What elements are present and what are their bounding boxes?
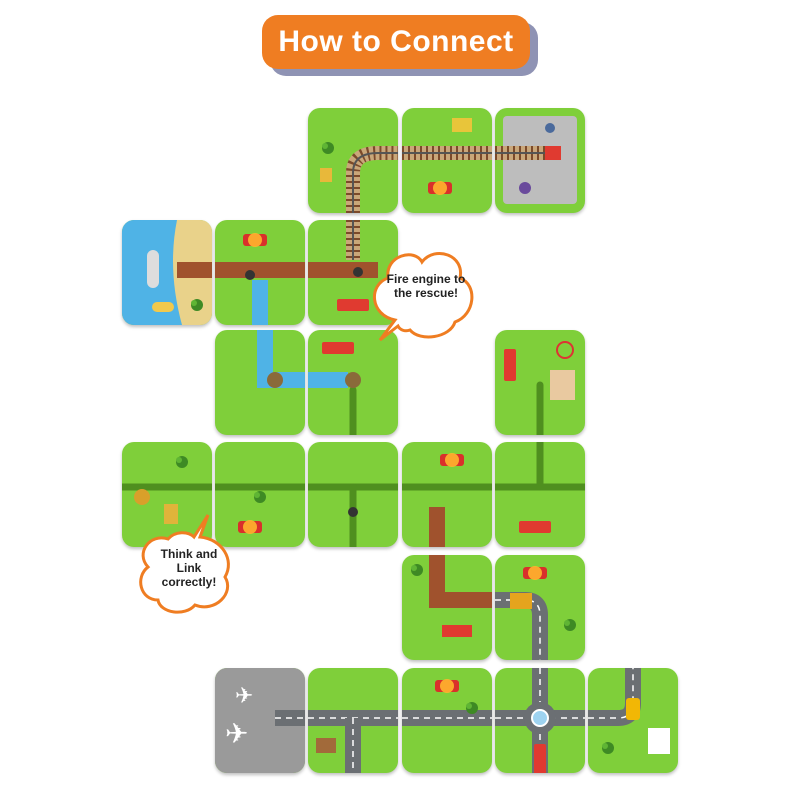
bush-icon-hl xyxy=(322,143,328,149)
tile-r6c6[interactable] xyxy=(495,668,585,773)
callout-cloud-shape xyxy=(372,251,474,342)
taxi-icon xyxy=(626,698,640,720)
bush-icon-hl xyxy=(176,457,182,463)
tile-r1c6-art xyxy=(495,116,577,204)
tile-r6c4-art xyxy=(308,710,398,773)
tile-r1c4[interactable] xyxy=(308,108,398,213)
boat-icon xyxy=(147,250,159,288)
flame-icon xyxy=(248,233,262,247)
fire-truck-icon xyxy=(534,744,546,773)
callout-cloud-shape-2 xyxy=(139,514,230,614)
tile-r4c4-art xyxy=(308,483,398,547)
tile-r3c4-art xyxy=(308,342,361,435)
tile-r2c2[interactable] xyxy=(122,220,212,325)
fire-truck-icon xyxy=(504,349,516,381)
tile-r4c6[interactable] xyxy=(495,442,585,547)
person-icon-2 xyxy=(545,123,555,133)
tile-r2c4-art xyxy=(308,220,378,311)
flame-icon xyxy=(528,566,542,580)
dirt-path xyxy=(429,555,492,608)
tile-r6c6-art xyxy=(495,668,585,773)
rock-icon xyxy=(267,372,283,388)
tile-r3c6[interactable] xyxy=(495,330,585,435)
tile-r4c5[interactable] xyxy=(402,442,492,547)
tile-r3c3-art xyxy=(257,330,305,388)
tile-r4c2-art xyxy=(122,456,212,524)
flame-icon xyxy=(433,181,447,195)
tile-r3c6-art xyxy=(504,341,575,435)
tile-r6c7-art xyxy=(588,668,670,754)
tile-r6c3[interactable]: ✈✈ xyxy=(215,668,305,773)
hospital-icon xyxy=(648,728,670,754)
bulldozer-icon xyxy=(510,593,532,609)
person-icon xyxy=(519,182,531,194)
ferris-wheel-icon xyxy=(556,341,574,359)
sandbox xyxy=(550,370,575,400)
tile-r1c5-art xyxy=(402,118,492,195)
tile-r5c5-art xyxy=(411,555,492,637)
hay-icon xyxy=(134,489,150,505)
tile-r6c3-art: ✈✈ xyxy=(215,668,305,773)
tile-r4c6-art xyxy=(495,442,585,533)
bush-icon-hl xyxy=(254,492,260,498)
flame-icon xyxy=(445,453,459,467)
fire-truck-icon xyxy=(337,299,369,311)
person-icon xyxy=(245,270,255,280)
tile-r1c5[interactable] xyxy=(402,108,492,213)
tile-r6c4[interactable] xyxy=(308,668,398,773)
tile-r4c2[interactable] xyxy=(122,442,212,547)
bush-icon-hl xyxy=(466,703,472,709)
tile-r3c3[interactable] xyxy=(215,330,305,435)
tile-r6c7[interactable] xyxy=(588,668,678,773)
bush-icon-hl xyxy=(411,565,417,571)
person-icon xyxy=(348,507,358,517)
bush-icon-hl xyxy=(602,743,608,749)
tile-r5c5[interactable] xyxy=(402,555,492,660)
tile-r1c6[interactable] xyxy=(495,108,585,213)
tile-r6c5-art xyxy=(402,679,492,726)
callout-fire-engine-text: Fire engine to the rescue! xyxy=(386,272,466,300)
tile-r2c4[interactable] xyxy=(308,220,398,325)
sign-icon xyxy=(452,118,472,132)
fire-truck-icon xyxy=(442,625,472,637)
rock-icon xyxy=(345,372,361,388)
bush-icon-hl xyxy=(564,620,570,626)
fire-truck-icon xyxy=(519,521,551,533)
tile-r4c4[interactable] xyxy=(308,442,398,547)
flame-icon xyxy=(440,679,454,693)
tile-r2c3[interactable] xyxy=(215,220,305,325)
tile-r6c5[interactable] xyxy=(402,668,492,773)
tile-r5c6[interactable] xyxy=(495,555,585,660)
tile-r4c5-art xyxy=(402,453,492,547)
page-title: How to Connect xyxy=(262,15,530,69)
tile-r5c6-art xyxy=(495,566,576,660)
airplane-icon-2: ✈ xyxy=(225,717,248,750)
train-icon xyxy=(545,146,561,160)
tile-r4c3[interactable] xyxy=(215,442,305,547)
house-icon xyxy=(316,738,336,753)
roundabout-center xyxy=(531,709,549,727)
callout-think-link-text: Think and Link correctly! xyxy=(160,547,218,589)
fire-truck-icon xyxy=(322,342,354,354)
rail-track-rail xyxy=(352,152,398,213)
callout-fire-engine: Fire engine to the rescue! xyxy=(360,240,480,360)
tile-r4c3-art xyxy=(215,483,305,534)
tile-r2c2-art xyxy=(122,220,212,325)
tile-r1c4-art xyxy=(320,142,398,213)
bush-icon-hl xyxy=(191,300,197,306)
tile-r3c4[interactable] xyxy=(308,330,398,435)
stream xyxy=(257,330,305,388)
tile-r2c3-art xyxy=(215,233,305,325)
tractor-icon xyxy=(164,504,178,524)
hay-icon xyxy=(320,168,332,182)
boat-icon-2 xyxy=(152,302,174,312)
flame-icon xyxy=(243,520,257,534)
airplane-icon: ✈ xyxy=(235,684,253,709)
callout-think-link: Think and Link correctly! xyxy=(130,505,245,620)
person-icon xyxy=(353,267,363,277)
